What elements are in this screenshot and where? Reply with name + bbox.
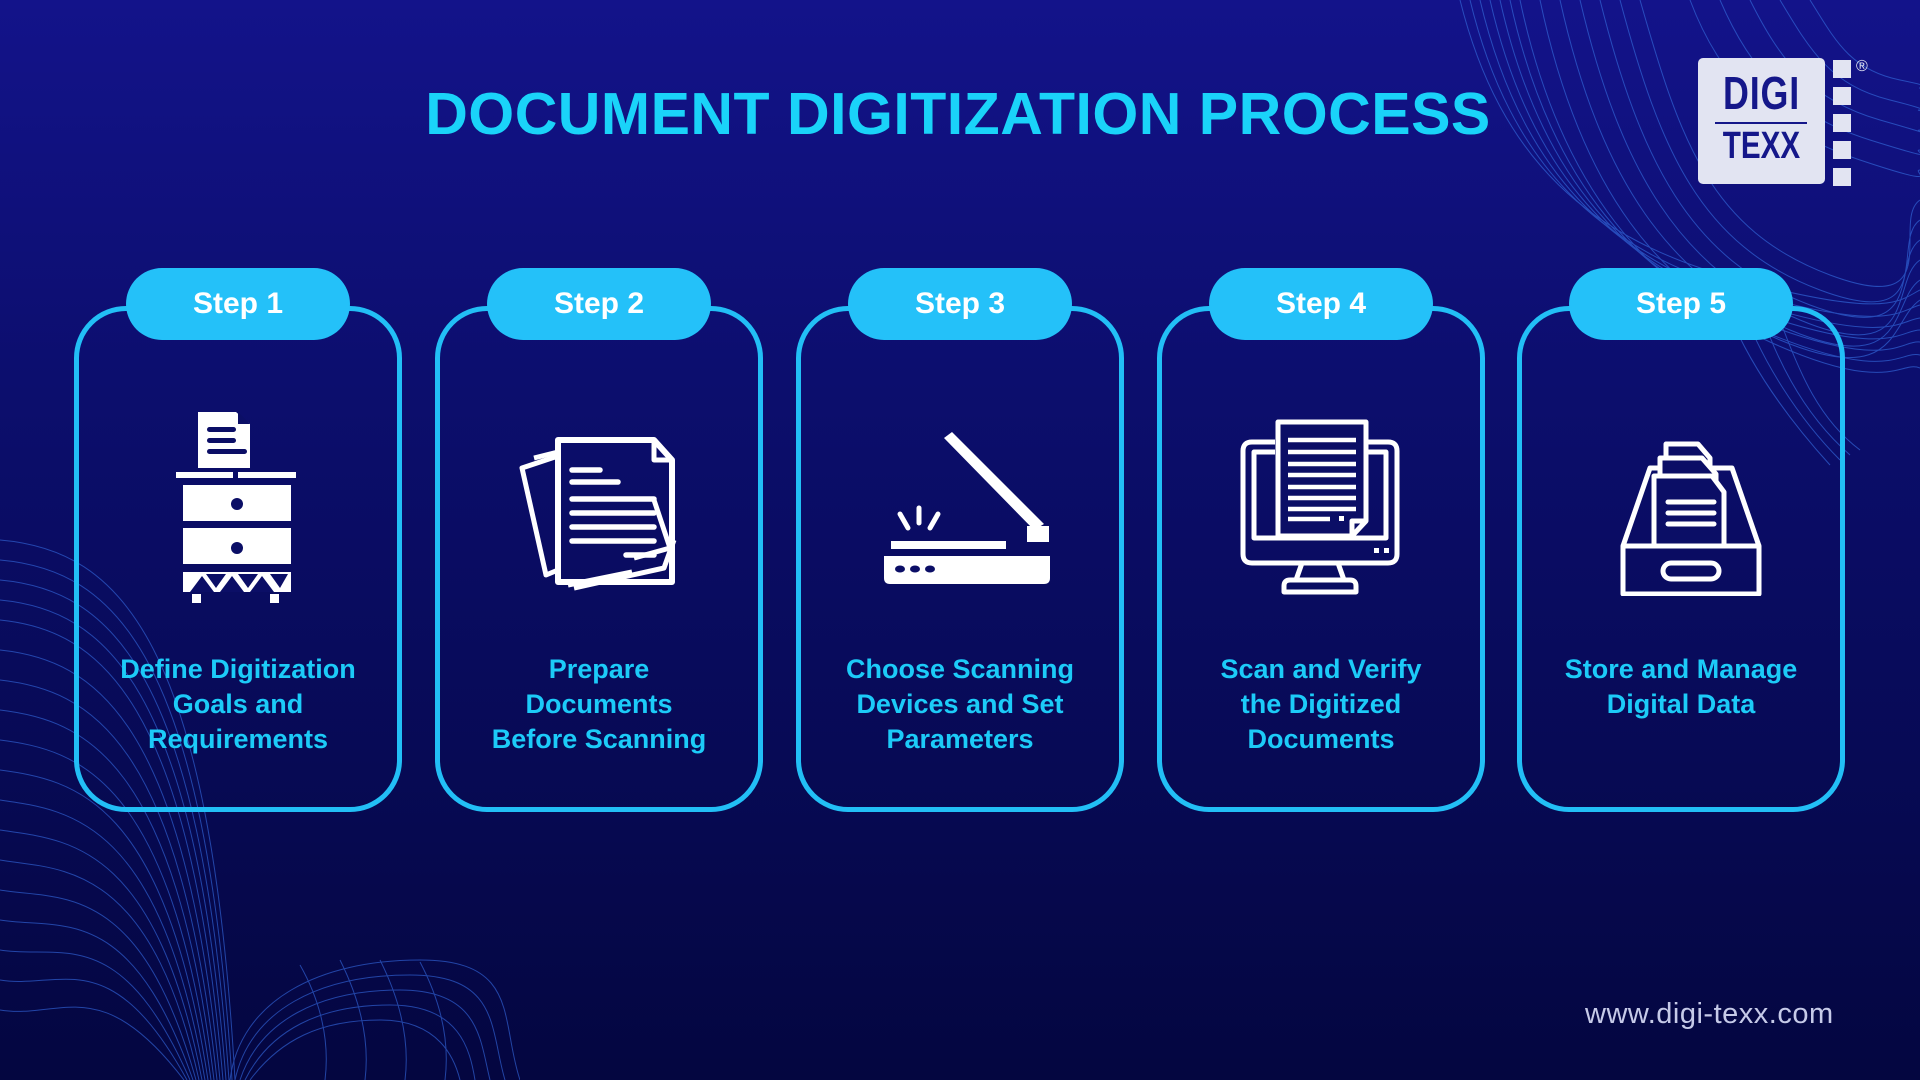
scanner-base-bar bbox=[898, 575, 1034, 585]
step-description-4: Scan and Verify the Digitized Documents bbox=[1220, 654, 1422, 754]
page-title: DOCUMENT DIGITIZATION PROCESS bbox=[425, 81, 1491, 147]
step-badge-4: Step 4 bbox=[1209, 268, 1433, 340]
step-badge-2: Step 2 bbox=[487, 268, 711, 340]
step-description-3: Choose Scanning Devices and Set Paramete… bbox=[845, 654, 1075, 754]
logo-text-line1: DIGI bbox=[1723, 67, 1800, 119]
step-badge-1: Step 1 bbox=[126, 268, 350, 340]
step-badge-5: Step 5 bbox=[1569, 268, 1793, 340]
digitexx-logo: DIGI TEXX ® bbox=[1698, 58, 1868, 186]
step-description-5: Store and Manage Digital Data bbox=[1564, 654, 1798, 719]
logo-text-line2: TEXX bbox=[1722, 125, 1801, 167]
step-badge-3: Step 3 bbox=[848, 268, 1072, 340]
logo-divider bbox=[1715, 122, 1807, 124]
registered-mark: ® bbox=[1856, 58, 1868, 75]
filing-cabinet-document-icon bbox=[176, 410, 300, 604]
document-stack-icon bbox=[514, 420, 684, 595]
step-description-2: Prepare Documents Before Scanning bbox=[491, 654, 707, 754]
monitor-document-icon bbox=[1240, 418, 1400, 596]
film-strip-icon bbox=[1833, 60, 1851, 195]
website-link[interactable]: www.digi-texx.com bbox=[1585, 998, 1834, 1030]
flatbed-scanner-icon bbox=[884, 432, 1050, 584]
step-description-1: Define Digitization Goals and Requiremen… bbox=[120, 654, 356, 754]
archive-drawer-icon bbox=[1620, 436, 1762, 596]
logo-box bbox=[1698, 58, 1825, 184]
